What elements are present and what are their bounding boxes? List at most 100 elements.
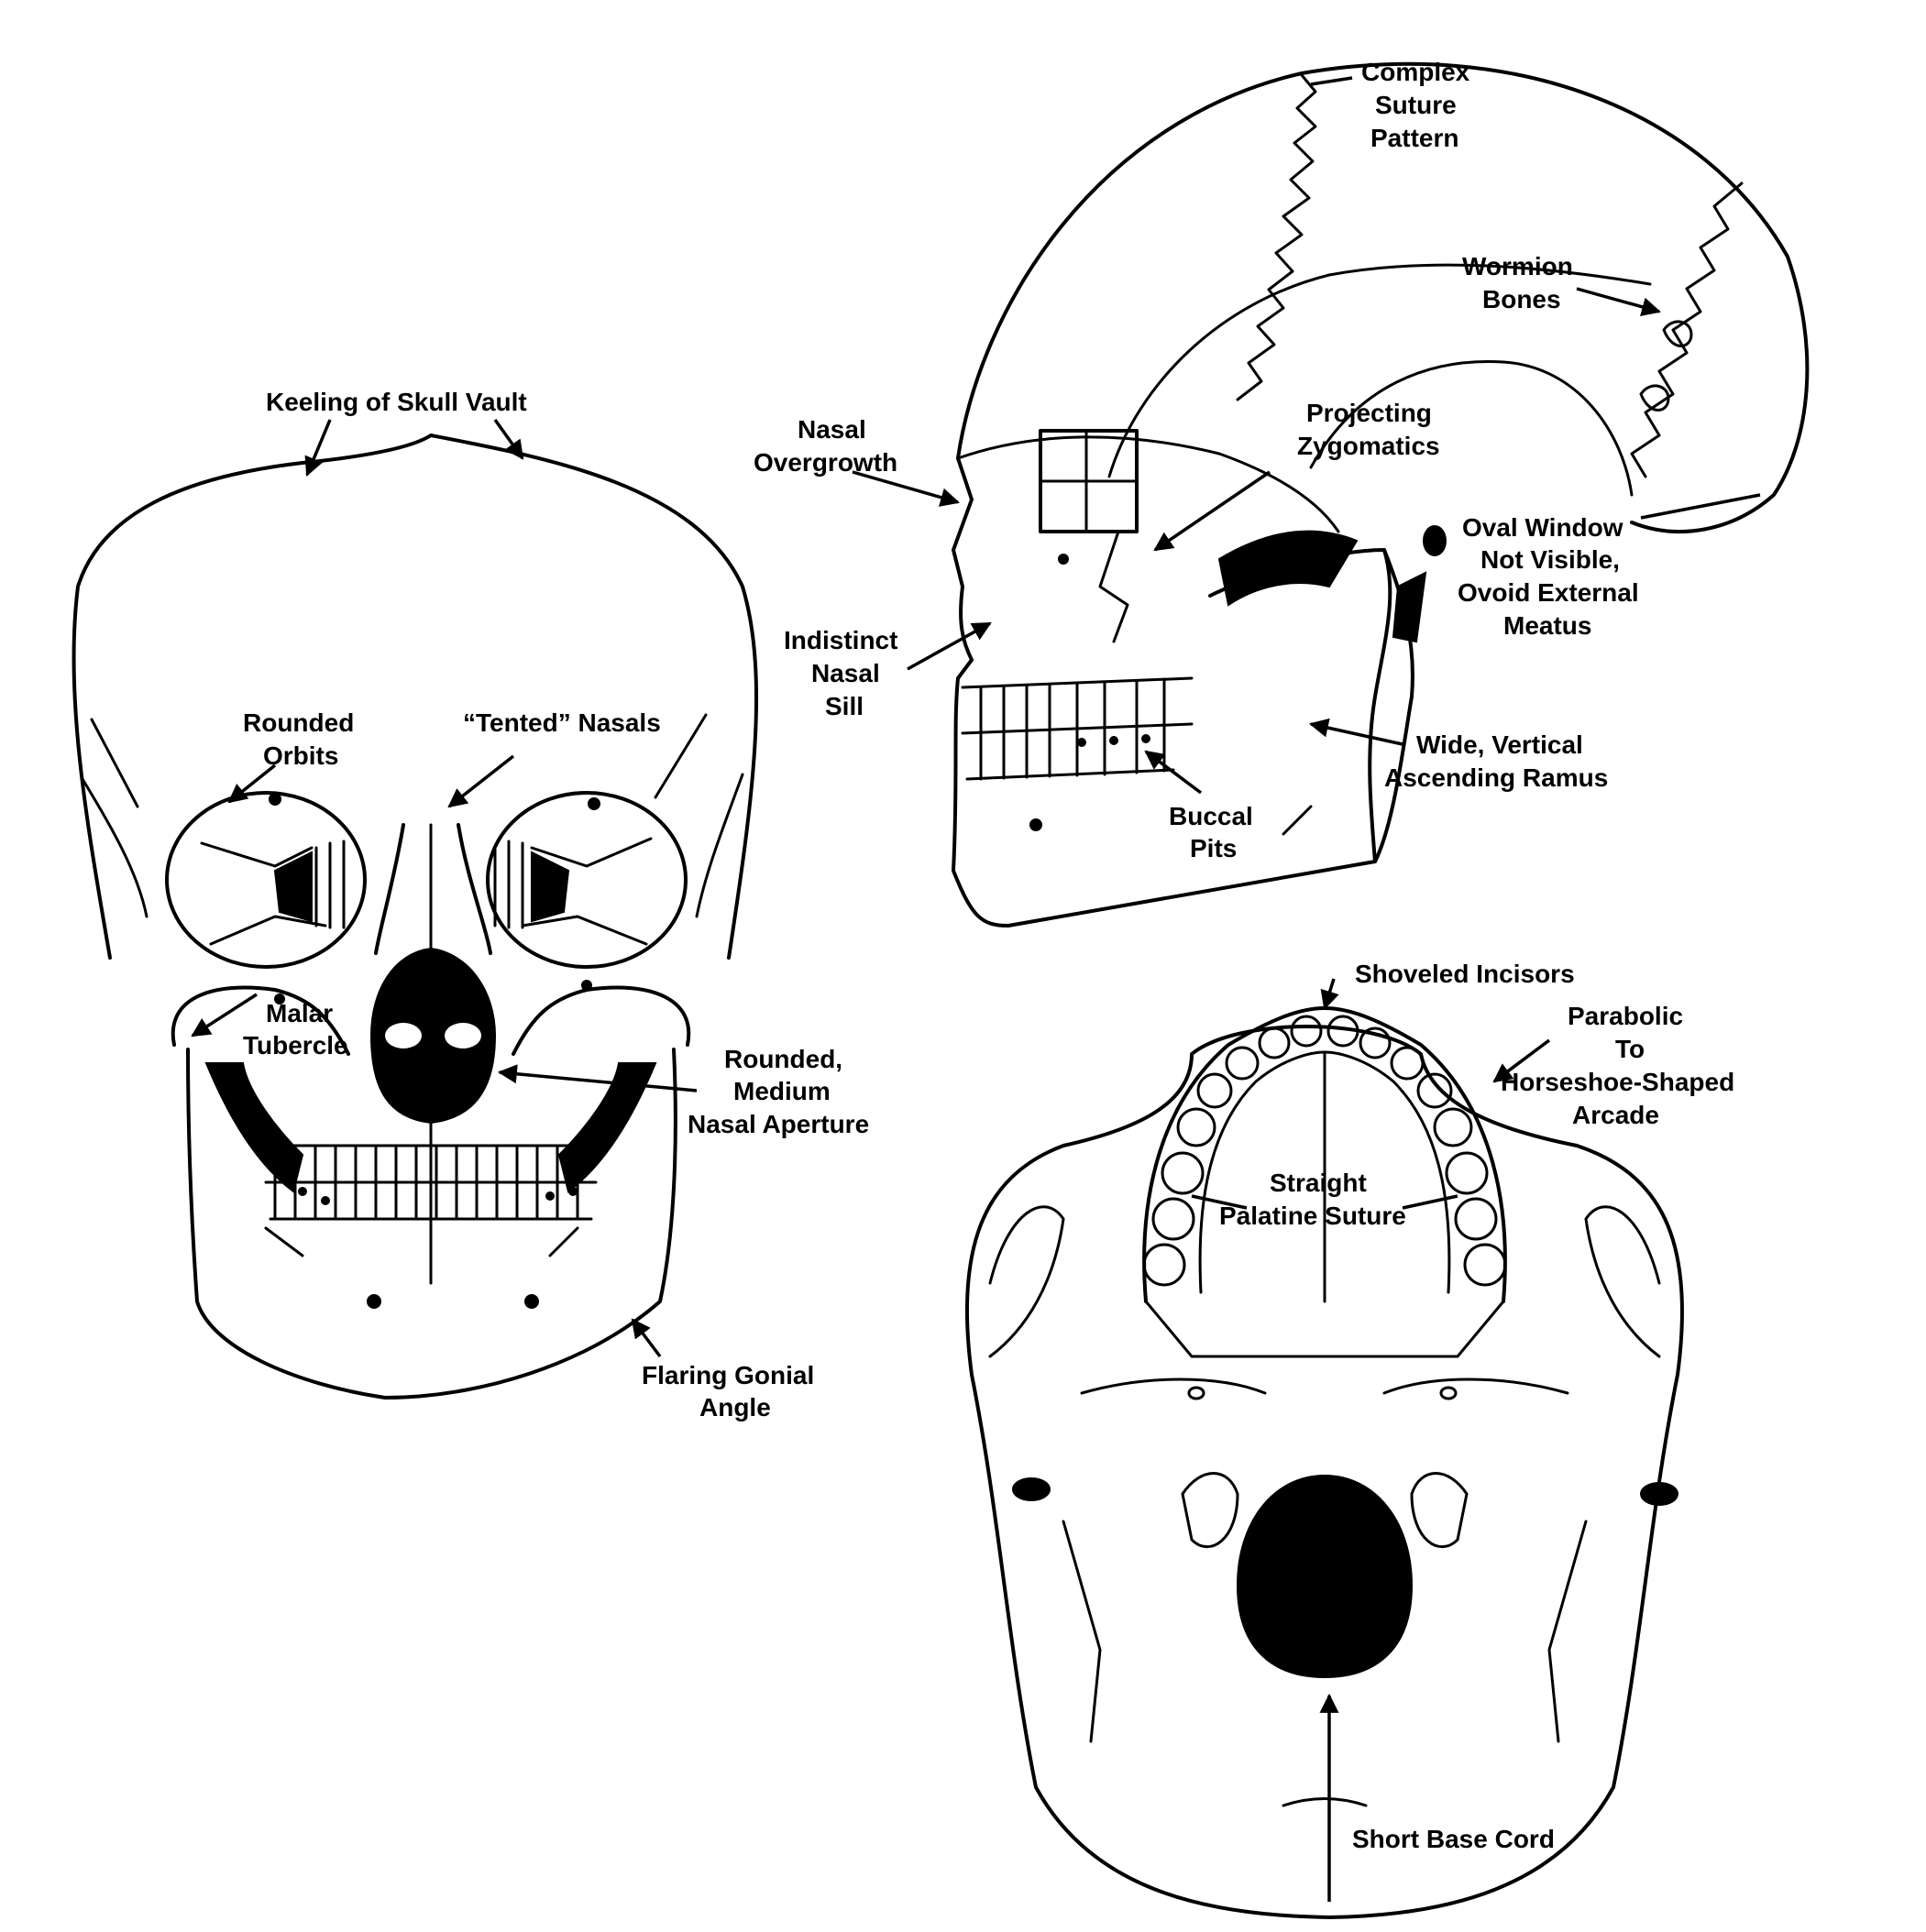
label-rounded-orbits-1: Rounded: [243, 708, 354, 737]
label-sill-2: Nasal: [811, 659, 880, 687]
right-orbit-fissures: [521, 837, 653, 946]
label-nasal-overgrowth-2: Overgrowth: [754, 448, 897, 477]
label-oval-1: Oval Window: [1462, 513, 1623, 542]
left-nasal-highlight: [385, 1023, 422, 1048]
label-ramus-2: Ascending Ramus: [1384, 763, 1608, 792]
left-orbit-hatching: [314, 840, 346, 929]
right-supraorbital-foramen: [588, 797, 600, 810]
label-suture-1: Complex: [1361, 58, 1470, 86]
label-oval-4: Meatus: [1503, 611, 1591, 640]
label-palatine-2: Palatine Suture: [1219, 1202, 1406, 1230]
lateral-mental-foramen: [1029, 818, 1042, 831]
lateral-face-profile: [952, 456, 1414, 928]
right-orbit-shadow: [531, 851, 570, 923]
label-arcade-2: To: [1615, 1035, 1645, 1063]
label-sill-1: Indistinct: [784, 626, 897, 654]
ramus-mark: [1282, 805, 1313, 836]
label-gonial-2: Angle: [699, 1393, 771, 1422]
frontal-mandible: [186, 1048, 677, 1400]
right-occipital-condyle: [1410, 1472, 1469, 1549]
right-orbit-hatching: [493, 840, 524, 929]
lateral-skull-view: [952, 61, 1810, 928]
label-zygomatics-2: Zygomatics: [1297, 432, 1440, 460]
label-buccal-1: Buccal: [1169, 802, 1253, 830]
nasal-bones: [374, 823, 492, 955]
sphenoid-line: [956, 435, 1340, 533]
leader-lines: [191, 76, 1761, 1902]
label-arcade-4: Arcade: [1572, 1101, 1659, 1129]
lateral-foramen: [1058, 554, 1069, 565]
label-palatine-1: Straight: [1270, 1169, 1367, 1197]
coronal-suture: [1236, 73, 1317, 401]
left-infraorbital-foramen: [274, 993, 285, 1004]
mid-base-lines: [1080, 1378, 1569, 1395]
left-mental-foramen: [367, 1294, 381, 1309]
left-jugular-foramen: [1012, 1477, 1051, 1501]
label-buccal-2: Pits: [1190, 834, 1237, 862]
ascending-ramus: [1208, 548, 1392, 863]
palate-rear: [1144, 1300, 1505, 1358]
lateral-cranium-outline: [956, 61, 1810, 533]
base-outline: [964, 1025, 1685, 1919]
base-side-lines: [1062, 1520, 1588, 1743]
mastoid-shadow: [1392, 571, 1427, 643]
label-arcade-1: Parabolic: [1568, 1002, 1683, 1030]
label-tented-nasals: “Tented” Nasals: [463, 708, 661, 737]
left-orbit-fissures: [200, 841, 327, 946]
frontal-cranium-outline: [72, 434, 759, 960]
label-base-cord: Short Base Cord: [1352, 1825, 1555, 1853]
frontal-skull-view: [72, 434, 759, 1400]
right-nasal-highlight: [445, 1023, 481, 1048]
right-zygomatic: [512, 985, 691, 1056]
left-zygomatic: [171, 985, 350, 1056]
label-oval-3: Ovoid External: [1458, 578, 1639, 607]
lateral-teeth: [961, 676, 1194, 781]
right-infraorbital-foramen: [581, 980, 592, 991]
right-orbit: [486, 791, 688, 969]
label-rounded-orbits-2: Orbits: [263, 741, 338, 770]
label-sill-3: Sill: [825, 692, 864, 720]
label-nasal-aperture-2: Medium: [733, 1077, 831, 1105]
label-ramus-1: Wide, Vertical: [1416, 730, 1583, 759]
label-malar-1: Malar: [266, 999, 333, 1027]
left-zygomatic-arch: [988, 1205, 1065, 1358]
label-malar-2: Tubercle: [243, 1031, 348, 1059]
left-orbit: [165, 791, 367, 969]
nasal-aperture: [369, 947, 497, 1125]
label-nasal-aperture-1: Rounded,: [724, 1045, 842, 1073]
lateral-orbit: [1039, 429, 1139, 533]
label-oval-2: Not Visible,: [1480, 545, 1620, 574]
label-wormion-1: Wormion: [1462, 252, 1573, 280]
arcade-teeth: [1142, 1015, 1507, 1287]
left-orbit-shadow: [273, 851, 313, 923]
right-mental-foramen: [524, 1294, 539, 1309]
right-jugular-foramen: [1640, 1482, 1678, 1506]
right-temporal-curve: [695, 773, 744, 918]
label-nasal-overgrowth-1: Nasal: [798, 415, 866, 444]
mandible-ridges: [264, 1226, 579, 1257]
label-suture-3: Pattern: [1370, 124, 1458, 152]
external-meatus: [1423, 525, 1447, 556]
frontal-teeth: [264, 1144, 598, 1221]
foramen-magnum: [1236, 1474, 1414, 1679]
label-arcade-3: Horseshoe-Shaped: [1501, 1068, 1734, 1096]
right-base-foramen: [1439, 1386, 1458, 1400]
zygomatic-suture-lateral: [1098, 530, 1129, 643]
label-gonial-1: Flaring Gonial: [642, 1361, 814, 1389]
lateral-orbit-lines: [1039, 429, 1139, 533]
label-suture-2: Suture: [1375, 91, 1457, 119]
label-nasal-aperture-3: Nasal Aperture: [688, 1110, 869, 1138]
occipital-crest: [1282, 1797, 1368, 1807]
squamosal-suture: [1309, 359, 1634, 497]
temporal-lines: [90, 713, 708, 808]
annotation-labels: Keeling of Skull Vault Rounded Orbits “T…: [243, 58, 1734, 1853]
right-zygomatic-arch: [1584, 1205, 1661, 1358]
left-base-foramen: [1187, 1386, 1205, 1400]
left-occipital-condyle: [1181, 1472, 1239, 1549]
inferior-skull-view: [964, 1006, 1685, 1919]
temporal-line-lateral: [1107, 263, 1652, 478]
label-keeling: Keeling of Skull Vault: [266, 388, 527, 416]
wormian-bone-1: [1662, 320, 1693, 347]
lambdoid-suture: [1630, 181, 1744, 478]
